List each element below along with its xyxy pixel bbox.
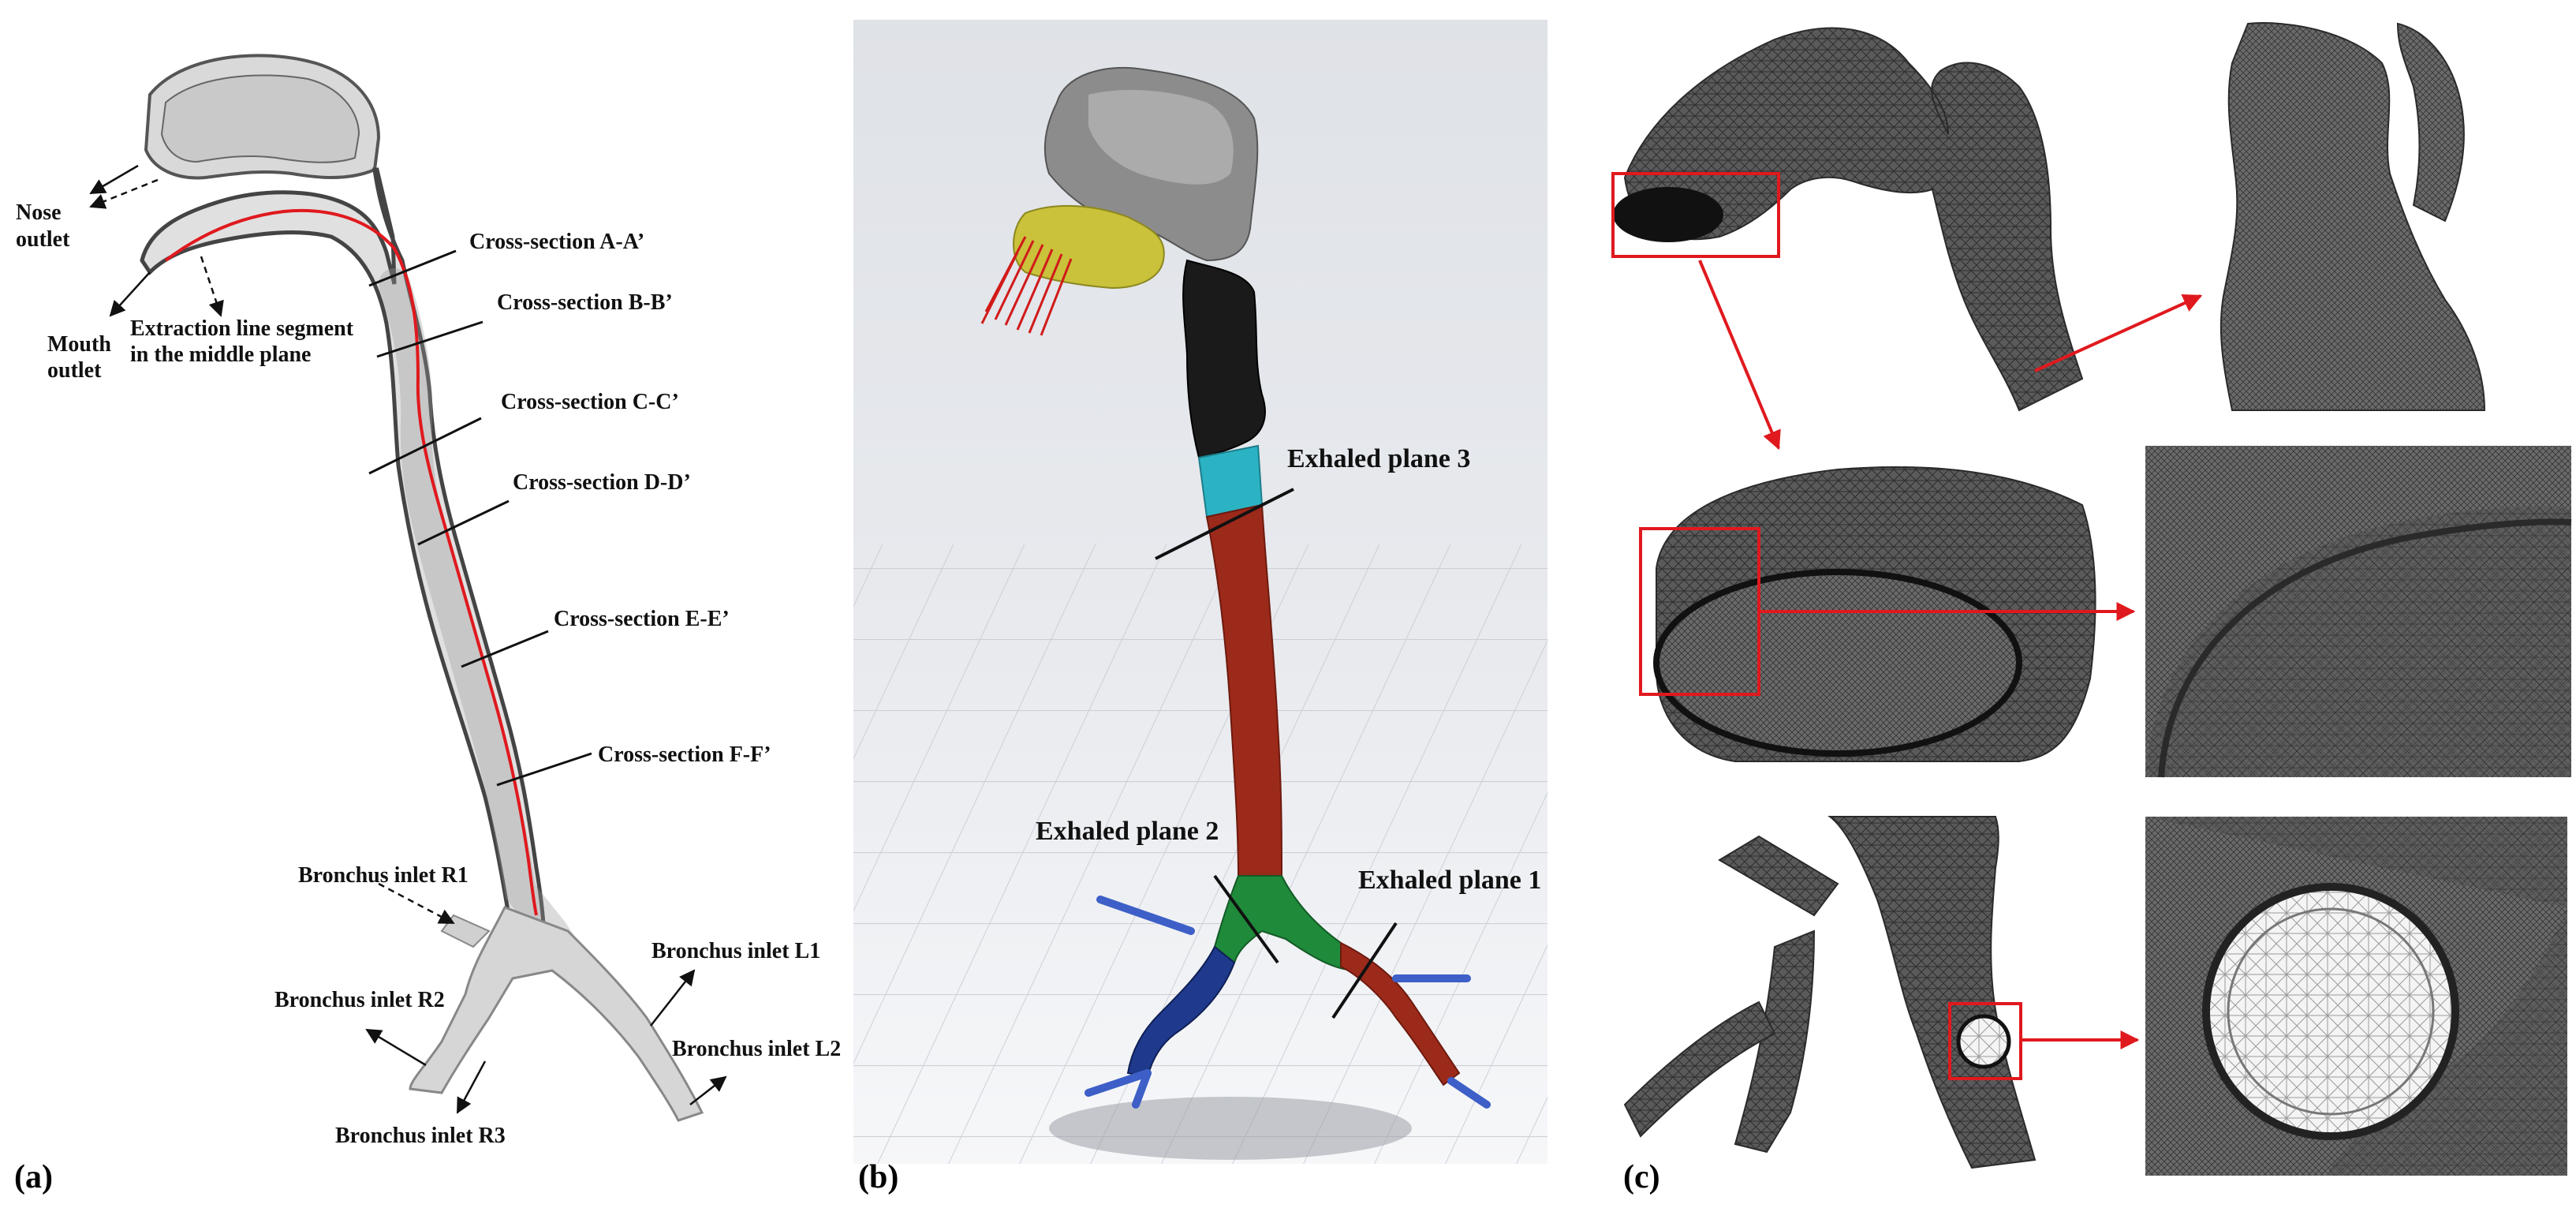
l1-arrow: [650, 969, 696, 1027]
model-shadow: [1049, 1097, 1412, 1160]
mouth-inlet-lines: [980, 236, 1073, 336]
bronchus-l2-label: Bronchus inlet L2: [672, 1037, 841, 1061]
head-highlight: [1088, 90, 1234, 185]
callout-arrow-pharynx: [2034, 294, 2203, 372]
bronchi-shape: [409, 906, 704, 1122]
pharynx-region: [1182, 259, 1266, 458]
callout-box-mouth: [1611, 172, 1780, 258]
exhaled-plane-1-line: [1331, 922, 1398, 1019]
left-bronchi-inlets: [1392, 974, 1491, 1109]
nasal-cavity-inner: [160, 74, 360, 163]
bronchus-r2-label: Bronchus inlet R2: [274, 988, 445, 1012]
trachea-shape: [379, 268, 598, 971]
cross-section-f-label: Cross-section F-F’: [598, 742, 771, 767]
mouth-region: [1013, 204, 1165, 290]
nose-outlet-arrow-1: [89, 164, 139, 195]
extraction-label-2: in the middle plane: [130, 342, 311, 367]
mesh-zoom-pharynx-back: [2396, 22, 2465, 223]
mouth-outlet-label-1: Mouth: [47, 332, 111, 357]
exhaled-plane-2-line: [1213, 874, 1279, 964]
r1-arrow: [378, 882, 455, 925]
nose-outlet-arrow-2: [89, 178, 159, 209]
cross-section-e-label: Cross-section E-E’: [554, 607, 730, 631]
cross-section-line-e: [461, 630, 549, 668]
bronchus-r1-label: Bronchus inlet R1: [298, 863, 469, 888]
mesh-zoom-bronchus-inner-ring: [2227, 907, 2435, 1116]
l2-arrow: [689, 1075, 727, 1105]
r3-arrow: [456, 1060, 487, 1114]
cross-section-line-c: [368, 417, 482, 475]
mesh-upper-airway: [1623, 27, 2084, 412]
oral-airway-shape: [140, 167, 547, 941]
mesh-bronchi-far-left: [1623, 1000, 1776, 1138]
nose-outlet-label-2: outlet: [16, 227, 70, 252]
exhaled-plane-3-label: Exhaled plane 3: [1287, 444, 1470, 473]
panel-a-label: (a): [14, 1159, 53, 1195]
mesh-mouth-opening: [1613, 187, 1723, 242]
cross-section-line-b: [376, 320, 483, 358]
larynx-region: [1197, 444, 1264, 518]
mesh-bronchi: [1827, 816, 2037, 1169]
mouth-outlet-arrow: [109, 271, 151, 317]
mesh-bronchus-inlet-small: [1956, 1014, 2011, 1069]
mesh-zoom-pharynx: [2219, 22, 2486, 411]
cross-section-b-label: Cross-section B-B’: [497, 290, 673, 315]
panel-c-label: (c): [1623, 1159, 1660, 1195]
cross-section-line-d: [417, 499, 510, 546]
panel-b: Exhaled plane 3 Exhaled plane 2 Exhaled …: [853, 20, 1547, 1195]
cross-section-d-label: Cross-section D-D’: [513, 470, 691, 495]
carina-region: [1213, 875, 1358, 972]
mouth-outlet-label-2: outlet: [47, 358, 102, 383]
extraction-label-1: Extraction line segment: [130, 316, 354, 341]
nose-outlet-label-1: Nose: [16, 200, 62, 225]
cross-section-line-f: [496, 752, 592, 787]
exhaled-plane-3-line: [1155, 488, 1294, 560]
mesh-zoom-bronchus-wall: [2145, 817, 2567, 1176]
right-bronchi-inlets: [1085, 896, 1195, 1109]
bronchus-l1-label: Bronchus inlet L1: [651, 939, 820, 963]
extraction-arrow: [200, 256, 224, 317]
cross-section-a-label: Cross-section A-A’: [469, 230, 644, 254]
exhaled-plane-1-label: Exhaled plane 1: [1358, 866, 1541, 895]
panel-b-label: (b): [858, 1159, 898, 1195]
r2-arrow: [365, 1028, 427, 1067]
exhaled-plane-2-label: Exhaled plane 2: [1036, 817, 1219, 846]
bronchus-r3-label: Bronchus inlet R3: [335, 1124, 506, 1148]
mesh-zoom-bronchus-inlet: [2202, 883, 2459, 1140]
cross-section-line-a: [368, 249, 457, 287]
callout-arrow-mouth-down: [1698, 260, 1781, 451]
mesh-zoom-inlet-face: [2145, 507, 2571, 777]
mesh-mouth-inlet-face: [1653, 569, 2022, 757]
panel-a: Nose outlet Mouth outlet Extraction line…: [14, 54, 841, 1195]
panel-c: (c): [1611, 22, 2572, 1195]
mesh-bronchi-right: [1718, 835, 1839, 917]
cross-section-c-label: Cross-section C-C’: [501, 390, 679, 414]
mesh-zoom-inlet-rim: [2158, 518, 2572, 778]
